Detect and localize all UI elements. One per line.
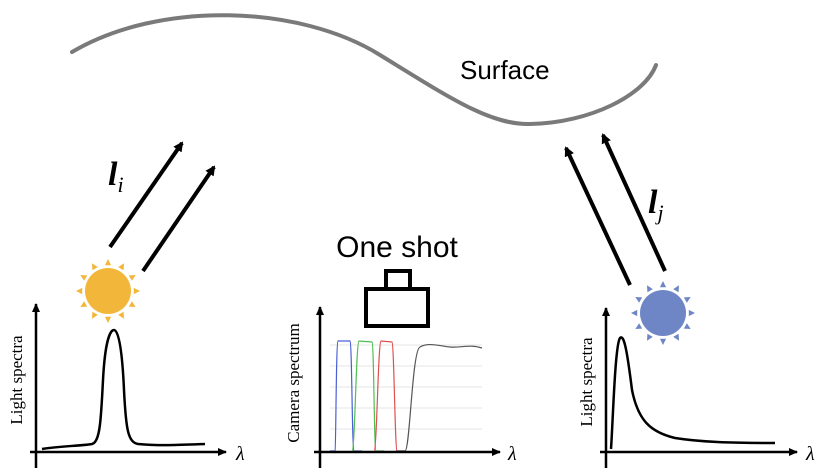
sun-icon: [631, 281, 695, 345]
sun-ray: [659, 281, 667, 288]
sun-ray: [133, 287, 140, 295]
camera-caption: One shot: [336, 231, 458, 264]
sun-ray: [104, 316, 112, 323]
sun-ray: [673, 285, 679, 293]
sun-ray: [80, 275, 88, 281]
spectrum-curve: [41, 328, 206, 451]
sun-ray: [128, 275, 136, 281]
y-axis-label: Camera spectrum: [284, 323, 303, 442]
sun-ray: [647, 333, 653, 341]
sun-ray: [92, 311, 98, 319]
x-axis-label: λ: [235, 443, 245, 465]
sun-ray: [688, 309, 695, 317]
plot-right: Light spectra λ: [577, 307, 815, 468]
x-axis-label: λ: [507, 443, 517, 465]
light-symbol-j: lj: [648, 184, 664, 225]
light-rays-left: [108, 141, 216, 273]
sun-body: [640, 290, 686, 336]
sun-ray: [647, 285, 653, 293]
sun-ray: [80, 301, 88, 307]
surface-curve: [70, 13, 658, 127]
y-axis-label: Light spectra: [7, 335, 26, 425]
blue-channel-curve: [330, 340, 362, 452]
y-axis-label: Light spectra: [577, 337, 596, 427]
green-channel-curve: [351, 340, 384, 452]
surface-label: Surface: [460, 55, 550, 85]
plot-middle: Camera spectrum λ: [284, 306, 517, 468]
sun-body: [85, 268, 131, 314]
red-channel-curve: [373, 340, 405, 452]
sun-ray: [76, 287, 83, 295]
nir-channel-curve: [396, 343, 483, 452]
light-symbol-i: li: [108, 156, 124, 197]
sun-ray: [104, 259, 112, 266]
light-rays-right: [564, 133, 667, 286]
plot-left: Light spectra λ: [7, 303, 245, 468]
sun-ray: [659, 338, 667, 345]
sun-icon: [76, 259, 140, 323]
sun-ray: [128, 301, 136, 307]
sun-ray: [635, 297, 643, 303]
sun-ray: [635, 323, 643, 329]
spectrum-curve: [609, 336, 776, 450]
sun-ray: [118, 311, 124, 319]
sun-ray: [118, 263, 124, 271]
sun-ray: [683, 297, 691, 303]
camera-icon: [364, 269, 430, 328]
sun-ray: [673, 333, 679, 341]
sun-ray: [683, 323, 691, 329]
sun-ray: [92, 263, 98, 271]
sun-ray: [631, 309, 638, 317]
x-axis-label: λ: [805, 443, 815, 465]
